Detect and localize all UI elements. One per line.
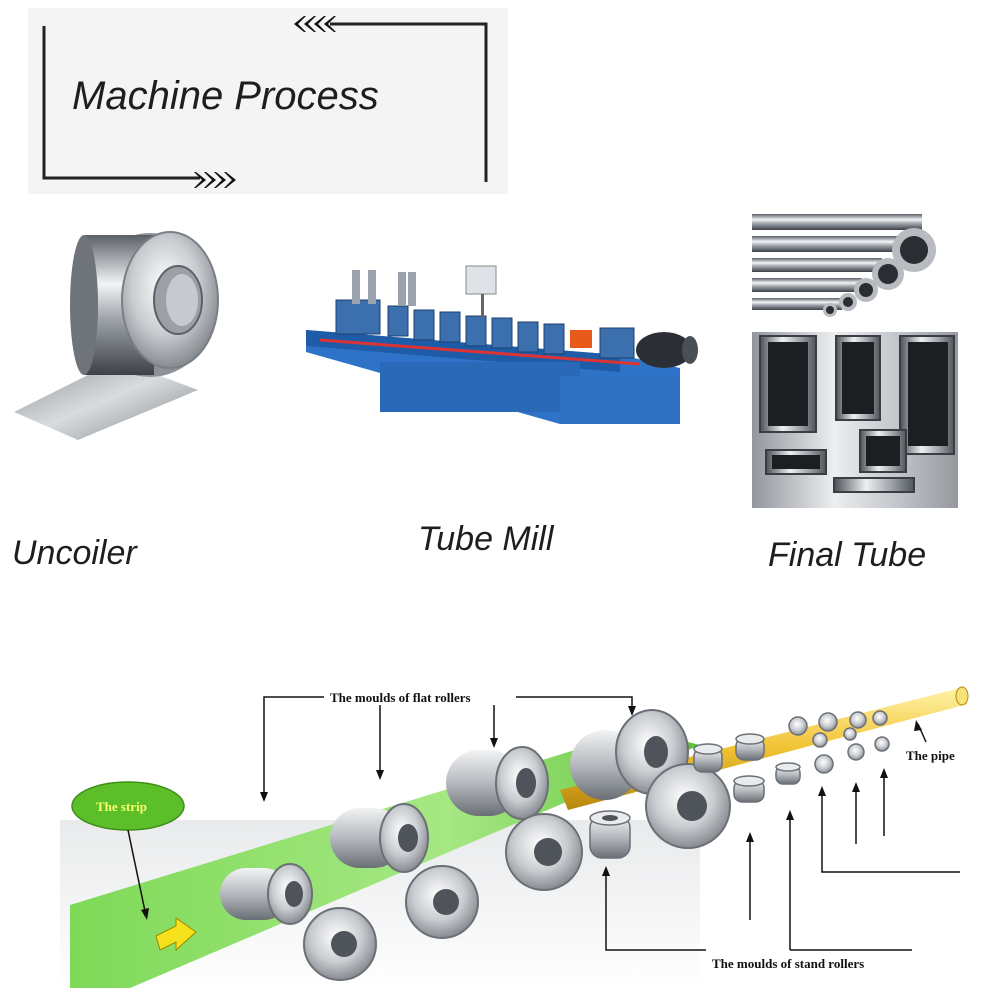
tube-mill-label: Tube Mill xyxy=(418,520,554,558)
flat-rollers-lower xyxy=(303,763,731,981)
flat-rollers-label: The moulds of flat rollers xyxy=(330,690,471,705)
pipe-label: The pipe xyxy=(906,748,955,763)
stand-rollers xyxy=(589,710,890,859)
page-title: Machine Process xyxy=(72,74,379,118)
final-tube-label: Final Tube xyxy=(768,536,927,574)
arrowheads xyxy=(260,706,636,802)
strip-label: The strip xyxy=(96,799,147,814)
stand-rollers-label: The moulds of stand rollers xyxy=(712,956,865,971)
strip-label-bubble xyxy=(71,781,185,831)
round-tubes-image xyxy=(750,212,960,322)
flat-rollers xyxy=(220,709,689,925)
uncoiler-label: Uncoiler xyxy=(12,534,137,572)
steel-coil-image xyxy=(14,231,219,440)
tube-mill-image xyxy=(306,265,698,424)
chevron-left-icon xyxy=(294,16,336,32)
chevron-right-icon xyxy=(194,172,236,188)
square-tubes-image xyxy=(752,332,958,508)
direction-arrow-icon xyxy=(155,917,197,952)
title-frame xyxy=(28,8,508,194)
